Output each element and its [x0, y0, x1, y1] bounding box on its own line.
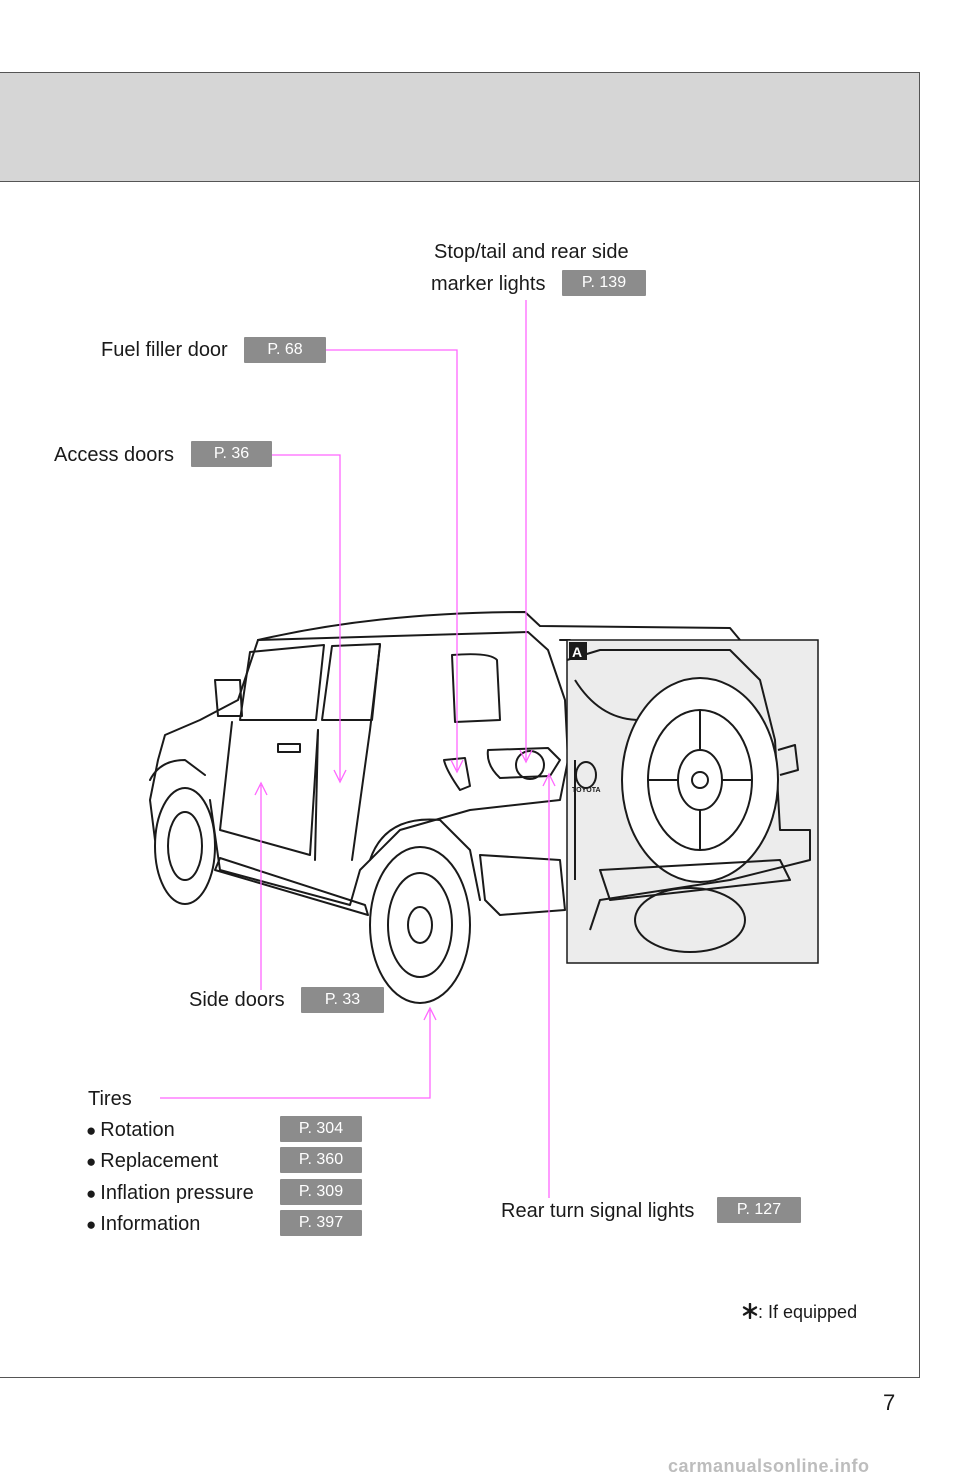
tires-inflation-ref[interactable]: P. 309 [280, 1179, 362, 1205]
fuel-filler-callout-line [326, 349, 458, 770]
side-doors-ref[interactable]: P. 33 [301, 987, 384, 1013]
tires-item-label: Replacement [100, 1150, 219, 1172]
header-band [0, 72, 920, 182]
frame-right-border [919, 182, 920, 1378]
bullet-icon: ● [86, 1121, 97, 1140]
rear-turn-label: Rear turn signal lights [501, 1200, 695, 1222]
tires-callout-line [160, 1010, 431, 1099]
bullet-icon: ● [86, 1215, 97, 1234]
brand-text: TOYOTA [572, 787, 601, 794]
inset-badge-text: A [572, 644, 582, 660]
bullet-icon: ● [86, 1184, 97, 1203]
tires-replacement-ref[interactable]: P. 360 [280, 1147, 362, 1173]
tires-item-label: Inflation pressure [100, 1182, 254, 1204]
stop-tail-label-line2: marker lights [431, 273, 546, 295]
tires-item-information: ●Information [86, 1212, 200, 1237]
watermark: carmanualsonline.info [668, 1456, 870, 1476]
stop-tail-ref[interactable]: P. 139 [562, 270, 646, 296]
access-doors-ref[interactable]: P. 36 [191, 441, 272, 467]
access-doors-callout-line [272, 454, 341, 780]
page-number: 7 [883, 1390, 896, 1415]
vehicle-illustration [149, 611, 741, 1004]
rear-turn-ref[interactable]: P. 127 [717, 1197, 801, 1223]
tires-item-label: Information [100, 1213, 201, 1235]
side-doors-label: Side doors [189, 989, 285, 1011]
footnote-text: : If equipped [758, 1302, 858, 1322]
fuel-filler-ref[interactable]: P. 68 [244, 337, 326, 363]
frame-bottom-border [0, 1377, 920, 1378]
callout-lines [160, 300, 550, 1198]
inset-rear-view: A TOYOTA [566, 639, 819, 964]
tires-item-inflation: ●Inflation pressure [86, 1181, 254, 1206]
access-doors-label: Access doors [54, 444, 175, 466]
fuel-filler-label: Fuel filler door [101, 339, 228, 361]
tires-title: Tires [88, 1088, 132, 1110]
asterisk-icon [742, 1302, 758, 1320]
stop-tail-label-line1: Stop/tail and rear side [434, 241, 629, 263]
tires-information-ref[interactable]: P. 397 [280, 1210, 362, 1236]
footnote: : If equipped [742, 1302, 857, 1323]
tires-item-label: Rotation [100, 1119, 175, 1141]
tires-item-replacement: ●Replacement [86, 1149, 218, 1174]
tires-item-rotation: ●Rotation [86, 1118, 175, 1143]
bullet-icon: ● [86, 1152, 97, 1171]
callout-arrows [254, 749, 556, 1021]
tires-rotation-ref[interactable]: P. 304 [280, 1116, 362, 1142]
